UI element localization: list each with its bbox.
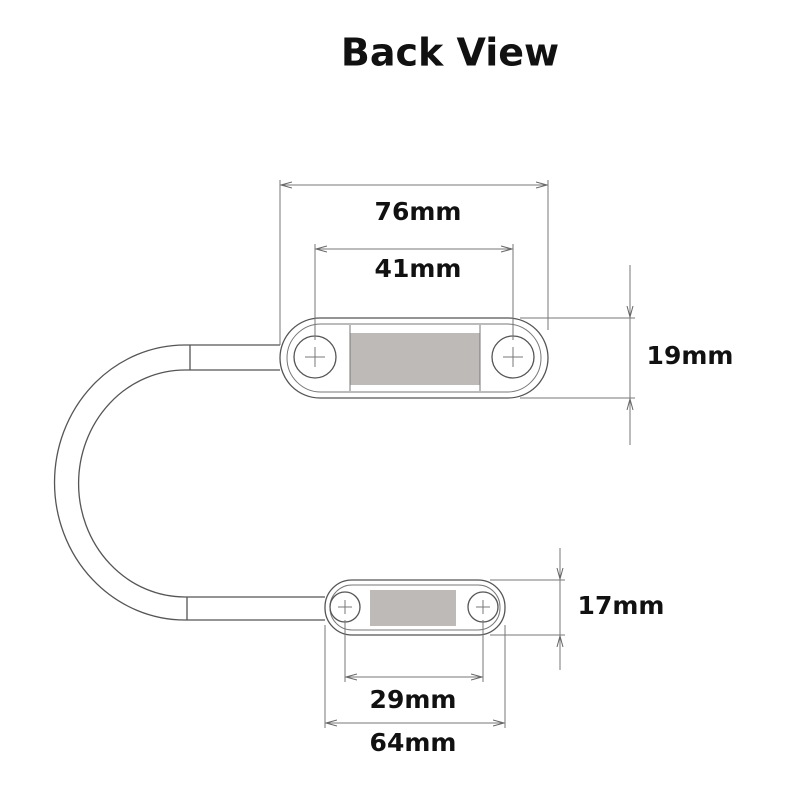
- diagram-title: Back View: [341, 31, 559, 75]
- bottom-dimension-lines: [324, 548, 565, 728]
- top-lens: [350, 333, 480, 385]
- dim-bottom-overall-width: 64mm: [370, 728, 457, 757]
- dim-top-overall-width: 76mm: [375, 197, 462, 226]
- screw-icon: [491, 335, 535, 379]
- screw-icon: [329, 591, 361, 623]
- dim-bottom-height: 17mm: [578, 591, 665, 620]
- cable: [53, 344, 325, 621]
- bottom-light-unit: [324, 579, 506, 636]
- dim-bottom-hole-spacing: 29mm: [370, 685, 457, 714]
- screw-icon: [293, 335, 337, 379]
- screw-icon: [467, 591, 499, 623]
- dim-top-hole-spacing: 41mm: [375, 254, 462, 283]
- dim-top-height: 19mm: [647, 341, 734, 370]
- top-dimension-lines: [279, 180, 635, 445]
- top-light-unit: [279, 317, 549, 399]
- bottom-lens: [370, 590, 456, 626]
